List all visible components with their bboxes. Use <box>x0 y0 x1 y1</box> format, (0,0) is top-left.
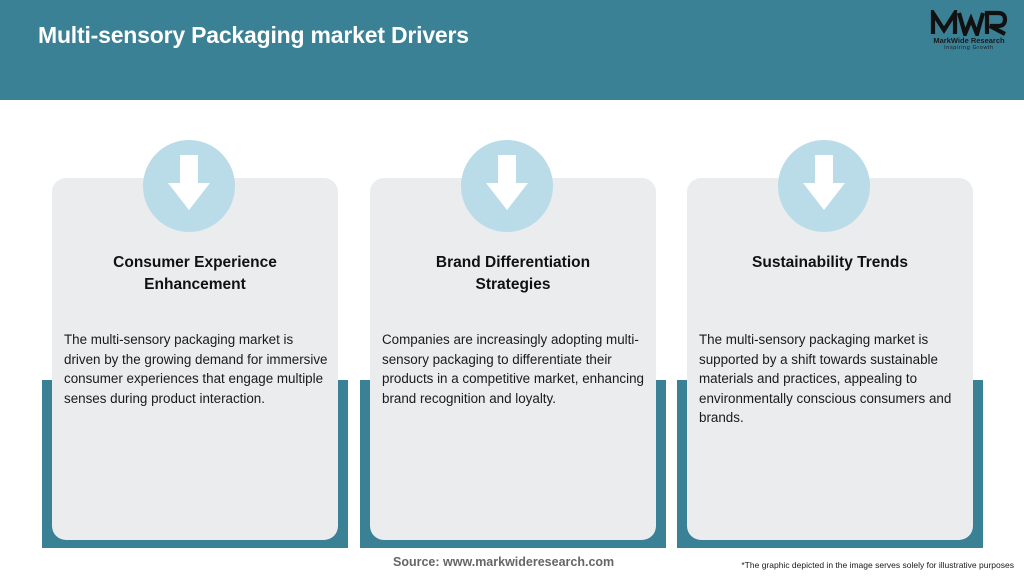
card-panel <box>687 178 973 540</box>
header-banner: Multi-sensory Packaging market Drivers M… <box>0 0 1024 100</box>
mwr-logo-icon <box>930 10 1008 36</box>
arrow-down-icon <box>168 155 210 210</box>
card-icon-circle <box>778 140 870 232</box>
card-title-line1: Consumer Experience <box>113 254 277 271</box>
card-title: Consumer Experience Enhancement <box>52 252 338 296</box>
card-panel <box>370 178 656 540</box>
brand-logo[interactable]: MarkWide Research Inspiring Growth <box>922 10 1016 56</box>
driver-card-consumer-experience: Consumer Experience Enhancement The mult… <box>42 140 348 548</box>
logo-name: MarkWide Research <box>933 36 1005 45</box>
driver-card-brand-differentiation: Brand Differentiation Strategies Compani… <box>360 140 666 548</box>
disclaimer-note: *The graphic depicted in the image serve… <box>741 560 1014 570</box>
page-title: Multi-sensory Packaging market Drivers <box>38 22 469 48</box>
arrow-down-icon <box>803 155 845 210</box>
card-description: The multi-sensory packaging market is dr… <box>64 332 328 406</box>
card-title: Brand Differentiation Strategies <box>370 252 656 296</box>
card-description: The multi-sensory packaging market is su… <box>699 332 952 425</box>
card-title-line2: Strategies <box>475 276 551 293</box>
card-icon-circle <box>461 140 553 232</box>
logo-tagline: Inspiring Growth <box>944 45 994 51</box>
card-icon-circle <box>143 140 235 232</box>
card-title-line1: Brand Differentiation <box>435 254 591 271</box>
card-description: Companies are increasingly adopting mult… <box>382 332 645 406</box>
source-link[interactable]: Source: www.markwideresearch.com <box>393 555 615 569</box>
card-title-line1: Sustainability Trends <box>752 254 908 271</box>
card-title-line2: Enhancement <box>144 276 246 293</box>
driver-card-sustainability: Sustainability Trends The multi-sensory … <box>677 140 983 548</box>
card-panel <box>52 178 338 540</box>
card-title: Sustainability Trends <box>687 252 973 274</box>
arrow-down-icon <box>486 155 528 210</box>
